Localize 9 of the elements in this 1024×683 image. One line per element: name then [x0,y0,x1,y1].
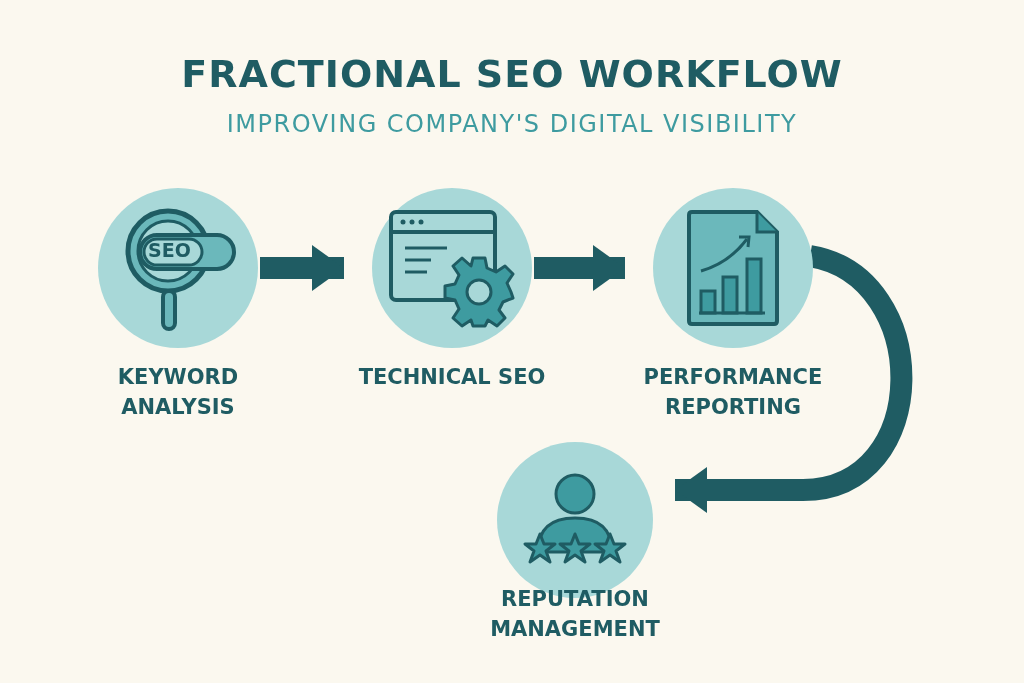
flow-arrow [534,245,625,291]
step-label: PERFORMANCE REPORTING [642,364,824,421]
flow-arrow [260,245,344,291]
step-label: REPUTATION MANAGEMENT [489,586,661,643]
title: FRACTIONAL SEO WORKFLOW [181,52,843,96]
step-label: TECHNICAL SEO [357,364,547,391]
subtitle: IMPROVING COMPANY'S DIGITAL VISIBILITY [226,110,798,138]
step-label: KEYWORD ANALYSIS [116,364,240,421]
tag-text: SEO [148,239,191,261]
